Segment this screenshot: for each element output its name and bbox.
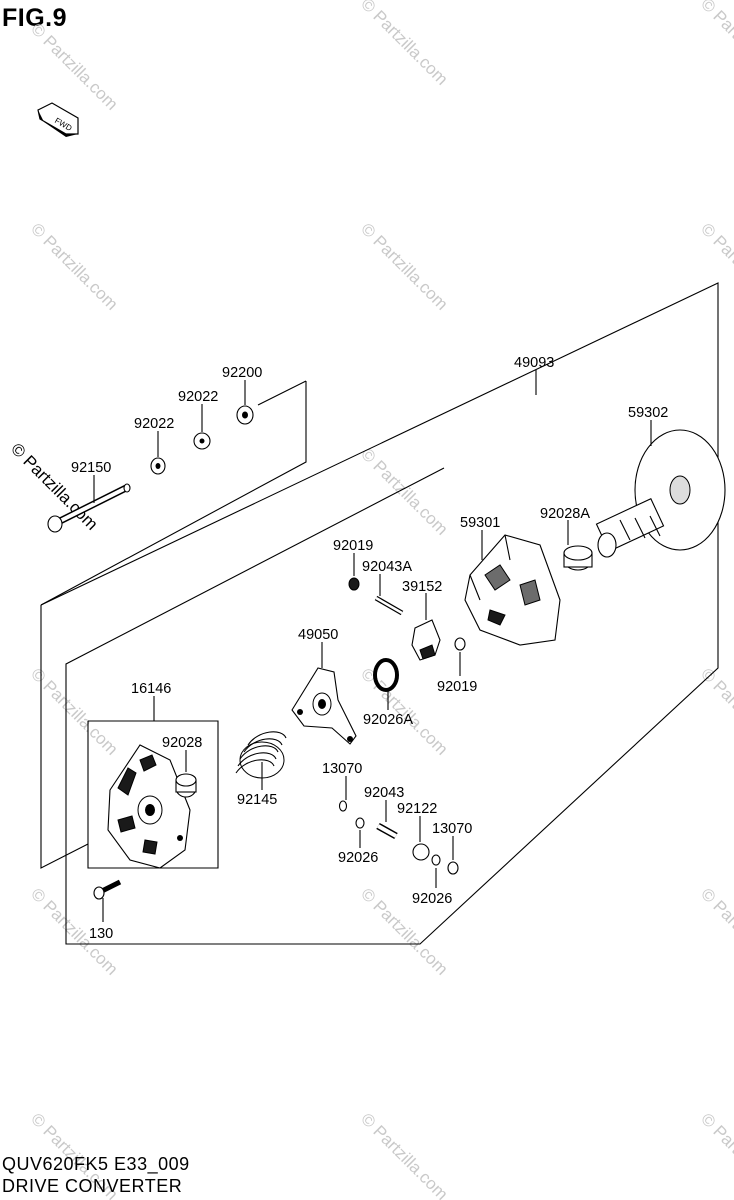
- model-code: QUV620FK5 E33_009: [2, 1154, 190, 1174]
- callout-92026: 92026: [338, 850, 378, 866]
- watermark: © Partzilla.com: [357, 1109, 451, 1200]
- part-92028-bushing: [175, 773, 197, 798]
- callout-92026A: 92026A: [363, 712, 413, 728]
- watermark-layer: © Partzilla.com © Partzilla.com © Partzi…: [7, 0, 734, 1200]
- fwd-arrow-icon: FWD: [37, 102, 79, 137]
- callout-92145: 92145: [237, 792, 277, 808]
- part-92019-nut-b: [454, 637, 466, 651]
- callout-92122: 92122: [397, 801, 437, 817]
- part-59301-movable-sheave: [464, 534, 561, 646]
- part-49050-spider: [291, 667, 357, 745]
- part-92022-washer-a: [193, 432, 211, 450]
- part-92043A-pin: [374, 595, 404, 616]
- part-13070-collar-b: [447, 861, 459, 875]
- callout-92028: 92028: [162, 735, 202, 751]
- part-92026-washer-b: [431, 854, 441, 866]
- callout-92019: 92019: [437, 679, 477, 695]
- part-59302-fixed-sheave: [595, 420, 726, 558]
- part-92028A-bushing: [563, 545, 593, 571]
- part-92150-bolt: [47, 483, 131, 533]
- callout-92019: 92019: [333, 538, 373, 554]
- callout-92022: 92022: [134, 416, 174, 432]
- watermark: © Partzilla.com: [697, 219, 734, 313]
- part-92145-spring: [235, 731, 287, 779]
- part-92122-roller: [412, 843, 430, 861]
- watermark: © Partzilla.com: [697, 0, 734, 89]
- part-16146-cover-assembly: [107, 744, 191, 869]
- callout-49050: 49050: [298, 627, 338, 643]
- callout-92043: 92043: [364, 785, 404, 801]
- part-92019-nut-a: [348, 577, 360, 591]
- watermark: © Partzilla.com: [357, 0, 451, 89]
- part-92043-pin: [376, 822, 398, 840]
- callout-labels: 49093 92200 92022 92022 92150 59302 5930…: [71, 355, 668, 942]
- callout-92022: 92022: [178, 389, 218, 405]
- callout-92043A: 92043A: [362, 559, 412, 575]
- watermark: © Partzilla.com: [27, 219, 121, 313]
- part-13070-collar-a: [338, 800, 348, 812]
- watermark: © Partzilla.com: [357, 444, 451, 538]
- callout-59302: 59302: [628, 405, 668, 421]
- part-92026-washer-a: [355, 817, 365, 829]
- callout-13070: 13070: [322, 761, 362, 777]
- callout-130: 130: [89, 926, 113, 942]
- callout-92028A: 92028A: [540, 506, 590, 522]
- figure-title: FIG.9: [2, 4, 68, 32]
- watermark: © Partzilla.com: [697, 1109, 734, 1200]
- part-92026A-ring: [373, 658, 399, 692]
- watermark: © Partzilla.com: [27, 19, 121, 113]
- callout-13070: 13070: [432, 821, 472, 837]
- part-92200-washer: [236, 405, 254, 425]
- callout-49093: 49093: [514, 355, 554, 371]
- watermark: © Partzilla.com: [697, 884, 734, 978]
- watermark: © Partzilla.com: [697, 664, 734, 758]
- watermark: © Partzilla.com: [357, 219, 451, 313]
- callout-92026: 92026: [412, 891, 452, 907]
- callout-16146: 16146: [131, 681, 171, 697]
- part-130-bolt: [93, 879, 122, 900]
- callout-59301: 59301: [460, 515, 500, 531]
- callout-39152: 39152: [402, 579, 442, 595]
- callout-92150: 92150: [71, 460, 111, 476]
- diagram-caption: DRIVE CONVERTER: [2, 1176, 183, 1196]
- assembly-frames: [40, 282, 719, 945]
- callout-92200: 92200: [222, 365, 262, 381]
- part-39152-weight: [411, 619, 441, 661]
- part-92022-washer-b: [150, 457, 166, 475]
